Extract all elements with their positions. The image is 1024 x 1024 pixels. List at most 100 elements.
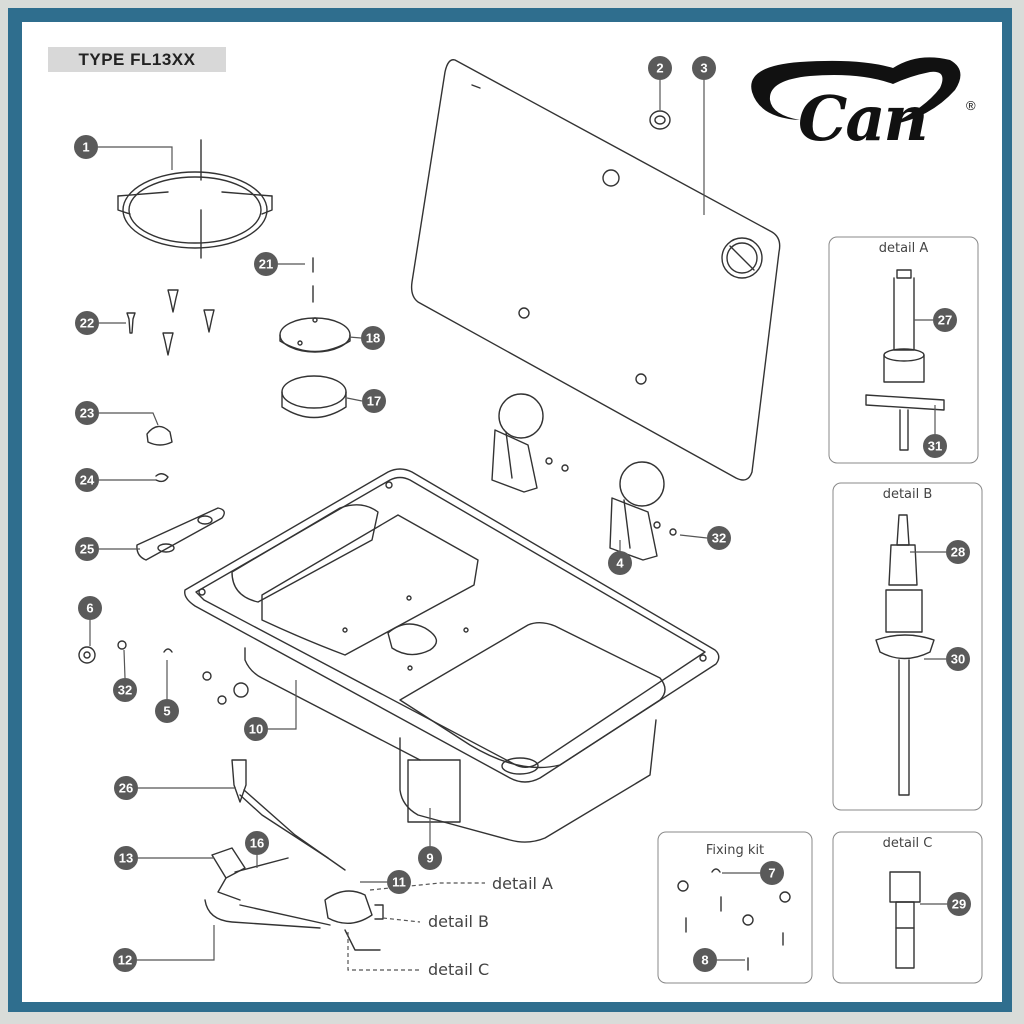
callout-bubble <box>418 846 442 870</box>
callout-number: 3 <box>700 61 707 76</box>
callout-number: 13 <box>119 851 133 866</box>
callout-number: 24 <box>80 473 95 488</box>
callout-bubble <box>387 870 411 894</box>
callout-bubble <box>245 831 269 855</box>
callout-bubble <box>75 537 99 561</box>
callout-bubble <box>75 468 99 492</box>
callout-bubble <box>155 699 179 723</box>
callout-bubble <box>648 56 672 80</box>
callout-leader <box>348 336 362 339</box>
callout-bubble <box>692 56 716 80</box>
callout-number: 28 <box>951 545 965 560</box>
callout-number: 8 <box>701 953 708 968</box>
callout-bubble <box>693 948 717 972</box>
pan-support <box>117 139 273 259</box>
fixing-kit-panel <box>657 831 813 984</box>
callout-bubble <box>114 846 138 870</box>
callout-number: 21 <box>259 257 273 272</box>
callout-bubble <box>608 551 632 575</box>
callout-number: 31 <box>928 439 942 454</box>
detail-c-title: detail C <box>882 836 933 851</box>
callout-number: 11 <box>392 875 406 890</box>
callout-bubble <box>75 401 99 425</box>
callout-number: 16 <box>250 836 264 851</box>
screws <box>126 257 314 356</box>
callout-number: 10 <box>249 722 263 737</box>
diagram-sheet <box>22 22 1002 1002</box>
callout-number: 7 <box>768 866 775 881</box>
callout-bubble <box>75 311 99 335</box>
detail-b-ref: detail B <box>428 912 490 931</box>
detail-a-drawing <box>865 269 945 451</box>
detail-c-drawing <box>889 871 921 969</box>
registered-mark: ® <box>966 98 976 113</box>
callout-number: 17 <box>367 394 381 409</box>
gas-assembly <box>204 759 384 951</box>
callout-bubble <box>760 861 784 885</box>
callout-number: 5 <box>163 704 170 719</box>
callout-bubble <box>254 252 278 276</box>
callout-bubble <box>933 308 957 332</box>
callout-bubble <box>78 596 102 620</box>
page-title: TYPE FL13XX <box>48 47 226 72</box>
detail-a-title: detail A <box>878 241 929 256</box>
brand-logo-text: Can <box>798 82 929 155</box>
detail-a-panel <box>828 236 979 464</box>
callout-leader <box>123 649 126 679</box>
callout-number: 32 <box>118 683 132 698</box>
callout-leader <box>99 412 159 426</box>
callout-number: 29 <box>952 897 966 912</box>
callout-number: 2 <box>656 61 663 76</box>
callout-number: 9 <box>426 851 433 866</box>
callout-bubble <box>74 135 98 159</box>
fixing-kit-drawing <box>677 868 791 971</box>
grommet <box>649 110 671 130</box>
detail-c-ref: detail C <box>428 960 490 979</box>
detail-b-title: detail B <box>882 487 933 502</box>
callout-number: 25 <box>80 542 94 557</box>
glass-lid <box>410 59 781 481</box>
callout-bubble <box>946 540 970 564</box>
callout-bubble <box>362 389 386 413</box>
callout-number: 23 <box>80 406 94 421</box>
callout-number: 1 <box>82 140 89 155</box>
callout-number: 32 <box>712 531 726 546</box>
callout-bubble <box>244 717 268 741</box>
callout-bubble <box>361 326 385 350</box>
detail-b-panel <box>832 482 983 811</box>
fixing-kit-title: Fixing kit <box>705 843 765 858</box>
callout-bubble <box>707 526 731 550</box>
callout-bubble <box>113 948 137 972</box>
callout-number: 27 <box>938 313 952 328</box>
can-logo <box>751 57 961 126</box>
callout-bubble <box>113 678 137 702</box>
detail-c-panel <box>832 831 983 984</box>
detail-a-ref: detail A <box>492 874 553 893</box>
callout-leader <box>679 534 708 539</box>
callout-bubble <box>923 434 947 458</box>
callout-number: 4 <box>616 556 624 571</box>
detail-b-drawing <box>875 514 935 796</box>
callout-bubble <box>114 776 138 800</box>
callout-number: 6 <box>86 601 93 616</box>
detail-panels <box>657 236 983 984</box>
callout-bubble <box>947 892 971 916</box>
callout-number: 18 <box>366 331 380 346</box>
callout-leader <box>346 397 363 402</box>
callout-number: 12 <box>118 953 132 968</box>
leader-lines <box>89 80 947 961</box>
callout-leader <box>98 146 173 170</box>
burner-cap <box>279 317 351 353</box>
sink-body <box>184 468 720 843</box>
hinges <box>491 393 677 561</box>
fasteners <box>78 640 249 705</box>
callout-bubble <box>946 647 970 671</box>
callout-number: 26 <box>119 781 133 796</box>
small-parts <box>136 425 225 561</box>
callout-leader <box>137 925 215 961</box>
burner-crown <box>281 375 347 419</box>
callout-number: 30 <box>951 652 965 667</box>
callout-number: 22 <box>80 316 94 331</box>
